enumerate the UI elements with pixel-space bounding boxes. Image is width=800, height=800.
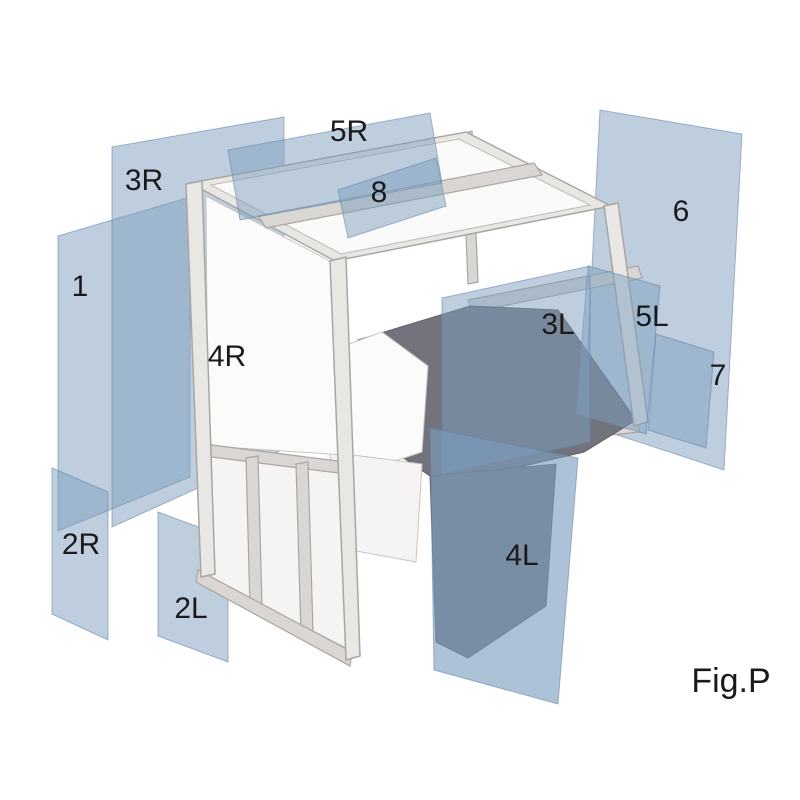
glass-panel-3l bbox=[441, 265, 591, 475]
panel-label-4r: 4R bbox=[208, 340, 246, 373]
panel-label-2l: 2L bbox=[174, 592, 207, 625]
glass-panel-7 bbox=[647, 333, 715, 449]
glass-panel-4l bbox=[429, 427, 579, 705]
figure-caption: Fig.P bbox=[691, 662, 770, 700]
panel-label-6: 6 bbox=[673, 195, 690, 228]
panel-label-2r: 2R bbox=[62, 528, 100, 561]
panel-label-7: 7 bbox=[710, 359, 727, 392]
panel-label-5l: 5L bbox=[635, 300, 668, 333]
panel-label-3r: 3R bbox=[125, 164, 163, 197]
panel-label-8: 8 bbox=[371, 176, 388, 209]
glass-panel-2r bbox=[51, 467, 109, 641]
glass-panels-front bbox=[227, 112, 661, 705]
glass-panel-5r bbox=[227, 112, 443, 221]
panel-label-3l: 3L bbox=[541, 308, 574, 341]
glass-panel-8 bbox=[337, 157, 447, 239]
cab-pillar-front bbox=[329, 256, 361, 661]
cab-pillar-front-left bbox=[185, 180, 216, 578]
part-labels: 1 2R 2L 3R 4R 5R 8 3L 5L 6 7 4L bbox=[62, 115, 727, 625]
panel-label-5r: 5R bbox=[330, 115, 368, 148]
panel-label-4l: 4L bbox=[505, 539, 538, 572]
cab-bottom-rail-left bbox=[195, 569, 353, 667]
panel-label-1: 1 bbox=[72, 270, 89, 303]
